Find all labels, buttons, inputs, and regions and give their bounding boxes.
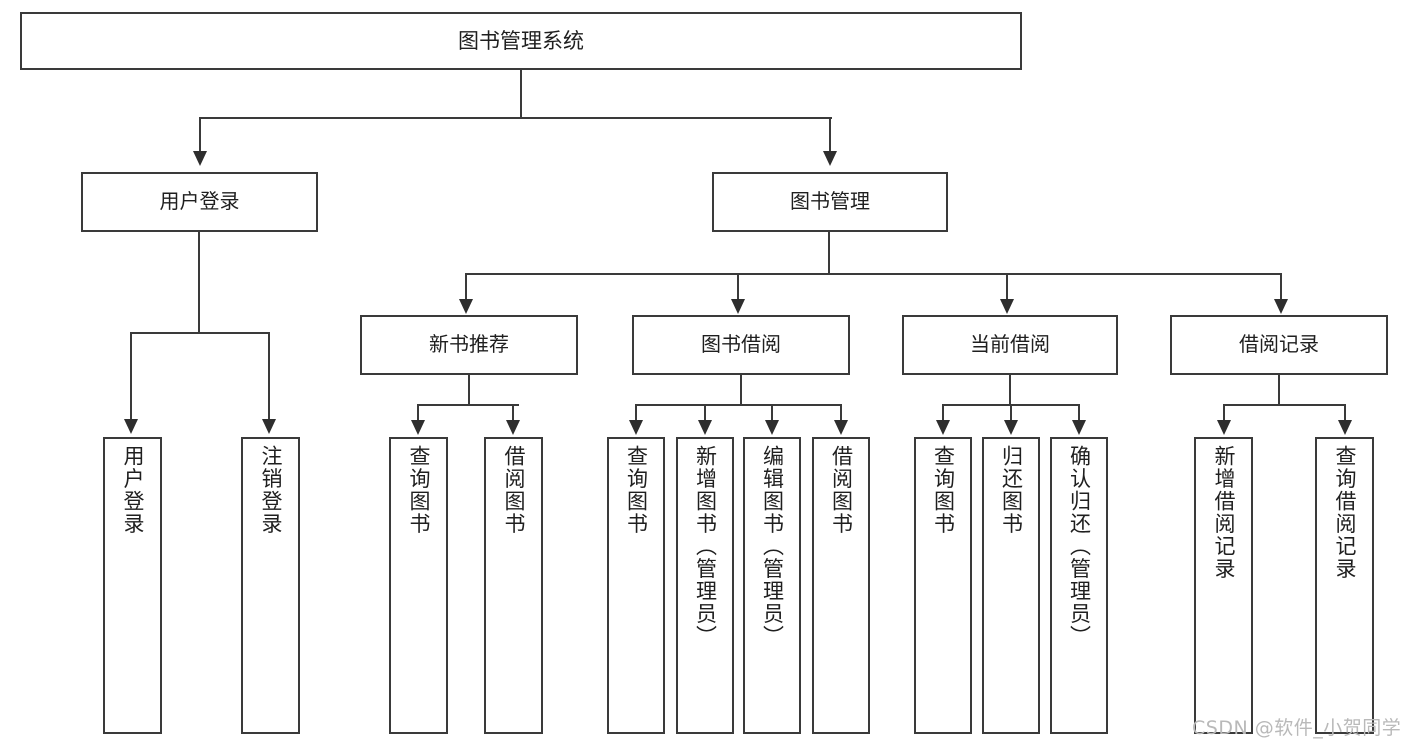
connector-new-book-trunk [468,375,471,405]
connector-user-login-to-leaf-2 [268,332,271,420]
node-label: 查询图书 [624,445,649,535]
connector-current-borrow-to-leaf-1 [942,404,945,422]
connector-root-to-book-manage [829,117,832,153]
leaf-borrow-book-1[interactable]: 借阅图书 [484,437,543,734]
node-current-borrow[interactable]: 当前借阅 [902,315,1118,375]
arrowhead-user-login-to-leaf-2 [262,419,276,434]
connector-new-book-to-leaf-1 [417,404,420,422]
node-label: 图书借阅 [701,332,781,357]
connector-borrow-record-trunk [1278,375,1281,405]
connector-new-book-to-leaf-2 [512,404,515,422]
leaf-add-book[interactable]: 新增图书（管理员） [676,437,734,734]
node-label: 查询图书 [407,445,431,535]
connector-book-borrow-to-leaf-1 [635,404,638,422]
arrowhead-book-manage-to-borrow-record [1274,299,1288,314]
arrowhead-borrow-record-to-leaf-2 [1338,420,1352,435]
node-label: 借阅图书 [502,445,526,535]
node-label: 确认归还（管理员） [1067,445,1092,648]
arrowhead-current-borrow-to-leaf-1 [936,420,950,435]
node-borrow-record[interactable]: 借阅记录 [1170,315,1388,375]
node-label: 新书推荐 [429,332,509,357]
arrowhead-borrow-record-to-leaf-1 [1217,420,1231,435]
connector-book-borrow-bus [636,404,842,407]
node-label: 归还图书 [999,445,1024,535]
leaf-user-login[interactable]: 用户登录 [103,437,162,734]
arrowhead-book-borrow-to-leaf-4 [834,420,848,435]
node-label: 借阅记录 [1239,332,1319,357]
connector-book-borrow-to-leaf-3 [771,404,774,422]
arrowhead-root-to-book-manage [823,151,837,166]
node-label: 新增借阅记录 [1212,445,1236,580]
connector-book-borrow-trunk [740,375,743,405]
arrowhead-root-to-user-login [193,151,207,166]
leaf-query-book-3[interactable]: 查询图书 [914,437,972,734]
arrowhead-book-borrow-to-leaf-2 [698,420,712,435]
leaf-user-logout[interactable]: 注销登录 [241,437,300,734]
node-label: 查询图书 [931,445,956,535]
node-label: 编辑图书（管理员） [760,445,785,648]
connector-book-manage-to-current-borrow [1006,273,1009,301]
connector-user-login-to-leaf-1 [130,332,133,420]
leaf-edit-book[interactable]: 编辑图书（管理员） [743,437,801,734]
connector-root-trunk [520,70,523,118]
connector-book-manage-trunk [828,232,831,274]
arrowhead-book-manage-to-book-borrow [731,299,745,314]
connector-user-login-trunk [198,232,201,333]
connector-root-bus [200,117,832,120]
connector-current-borrow-trunk [1009,375,1012,405]
leaf-confirm-return[interactable]: 确认归还（管理员） [1050,437,1108,734]
connector-book-manage-to-new-book [465,273,468,301]
arrowhead-new-book-to-leaf-1 [411,420,425,435]
arrowhead-book-manage-to-current-borrow [1000,299,1014,314]
connector-book-manage-bus [466,273,1282,276]
connector-root-to-user-login [199,117,202,153]
node-book-borrow[interactable]: 图书借阅 [632,315,850,375]
node-book-manage[interactable]: 图书管理 [712,172,948,232]
node-label: 注销登录 [259,445,283,535]
connector-current-borrow-to-leaf-3 [1078,404,1081,422]
leaf-borrow-book-2[interactable]: 借阅图书 [812,437,870,734]
arrowhead-new-book-to-leaf-2 [506,420,520,435]
connector-book-manage-to-borrow-record [1280,273,1283,301]
connector-current-borrow-to-leaf-2 [1010,404,1013,422]
connector-borrow-record-to-leaf-2 [1344,404,1347,422]
node-new-book-recommend[interactable]: 新书推荐 [360,315,578,375]
connector-book-manage-to-book-borrow [737,273,740,301]
arrowhead-book-borrow-to-leaf-3 [765,420,779,435]
arrowhead-current-borrow-to-leaf-3 [1072,420,1086,435]
leaf-query-book-1[interactable]: 查询图书 [389,437,448,734]
connector-book-borrow-to-leaf-4 [840,404,843,422]
connector-borrow-record-to-leaf-1 [1223,404,1226,422]
leaf-return-book[interactable]: 归还图书 [982,437,1040,734]
node-root-system[interactable]: 图书管理系统 [20,12,1022,70]
arrowhead-user-login-to-leaf-1 [124,419,138,434]
node-user-login[interactable]: 用户登录 [81,172,318,232]
node-label: 图书管理系统 [458,28,584,53]
node-label: 借阅图书 [829,445,854,535]
node-label: 查询借阅记录 [1333,445,1357,580]
node-label: 图书管理 [790,189,870,214]
node-label: 用户登录 [121,445,145,535]
leaf-add-record[interactable]: 新增借阅记录 [1194,437,1253,734]
connector-new-book-bus [418,404,519,407]
connector-borrow-record-bus [1224,404,1346,407]
arrowhead-current-borrow-to-leaf-2 [1004,420,1018,435]
arrowhead-book-manage-to-new-book [459,299,473,314]
arrowhead-book-borrow-to-leaf-1 [629,420,643,435]
node-label: 当前借阅 [970,332,1050,357]
leaf-query-book-2[interactable]: 查询图书 [607,437,665,734]
connector-book-borrow-to-leaf-2 [704,404,707,422]
leaf-query-record[interactable]: 查询借阅记录 [1315,437,1374,734]
connector-user-login-bus [131,332,269,335]
node-label: 用户登录 [159,189,240,214]
node-label: 新增图书（管理员） [693,445,718,648]
